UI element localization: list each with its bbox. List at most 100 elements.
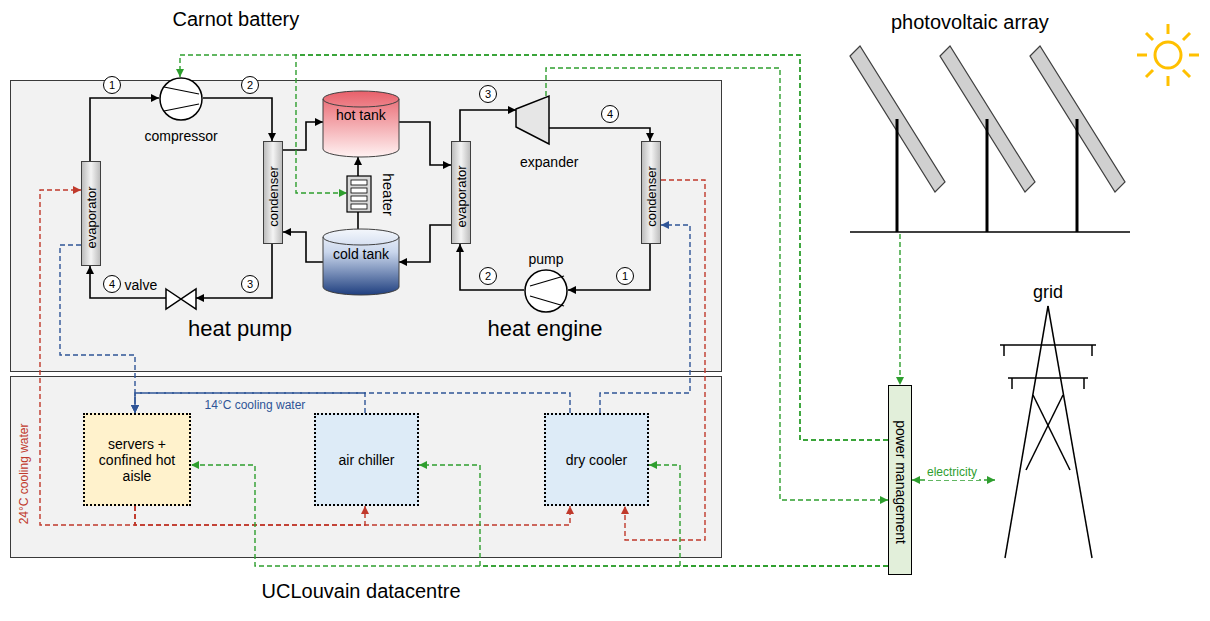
caption-label-wrap: heat engine	[488, 316, 603, 341]
node-label: hot tank	[336, 107, 386, 123]
connector	[60, 245, 135, 413]
carnot-battery-panel: evaporator condenser hot tank heater cold ta…	[10, 80, 722, 372]
node-label: power management	[893, 420, 909, 544]
node-label-wrap: evaporator	[431, 186, 493, 201]
node-label-wrap: cold tank	[333, 245, 389, 261]
pump-symbol: pump	[524, 269, 568, 313]
callout-number: 1	[616, 267, 634, 285]
node-label: photovoltaic array	[891, 11, 1049, 34]
pump-shape	[524, 269, 568, 313]
sun-icon	[1137, 24, 1199, 86]
node-label: evaporator	[455, 165, 470, 227]
compressor-symbol: compressor	[159, 77, 203, 121]
callout-number: 4	[601, 105, 619, 123]
connector	[135, 506, 570, 525]
grid-pylon: grid	[995, 282, 1105, 560]
connector	[419, 465, 888, 566]
caption-label: 24°C cooling water	[17, 423, 31, 524]
power-management-box: power management	[888, 385, 912, 575]
connector	[568, 244, 650, 290]
connector	[460, 110, 516, 141]
callout-number: 3	[479, 85, 497, 103]
connector	[90, 98, 159, 161]
callout-number: 2	[241, 76, 259, 94]
connector	[196, 244, 272, 298]
edge-label: electricity	[925, 466, 979, 480]
connector	[357, 212, 359, 229]
connector	[899, 234, 900, 385]
node-label-wrap: servers + confined hot aisle	[90, 436, 184, 484]
connector	[600, 225, 690, 413]
callout-number: 4	[103, 275, 121, 293]
node-label-wrap: heater	[367, 186, 410, 203]
node-label: condenser	[644, 166, 659, 227]
callout-number-wrap: 1	[103, 75, 121, 93]
connector	[135, 393, 570, 413]
connector	[135, 506, 365, 525]
connector	[191, 465, 888, 566]
node-label: cold tank	[333, 246, 389, 262]
node-label: evaporator	[85, 186, 100, 248]
callout-number-wrap: 3	[479, 84, 497, 102]
callout-number: 3	[241, 275, 259, 293]
valve-shape	[166, 289, 196, 309]
connector	[283, 232, 323, 262]
node-label-wrap: dry cooler	[551, 452, 642, 468]
node-label: expander	[520, 154, 578, 170]
pylon-drawing	[1000, 306, 1096, 558]
hot-tank: hot tank	[323, 91, 399, 157]
compressor-shape	[159, 77, 203, 121]
callout-number: 1	[103, 76, 121, 94]
node-label-wrap: UCLouvain datacentre	[262, 580, 461, 603]
node-label-wrap: valve	[125, 276, 158, 292]
node-label-wrap: air chiller	[321, 452, 412, 468]
node-label-wrap: condenser	[622, 186, 683, 201]
heater: heater	[347, 176, 371, 212]
connector	[135, 393, 365, 413]
valve-symbol: valve	[166, 289, 196, 309]
node-label-wrap: hot tank	[336, 106, 386, 122]
connector	[203, 98, 272, 141]
caption-label-wrap: heat pump	[188, 316, 292, 341]
connector	[625, 180, 705, 540]
cold-tank: cold tank	[323, 229, 399, 295]
callout-number-wrap: 4	[103, 274, 121, 292]
heater-shape	[347, 176, 371, 212]
node-label: valve	[125, 277, 158, 293]
node-label-wrap: evaporator	[61, 207, 123, 222]
caption-label-wrap: 24°C cooling water	[0, 463, 75, 477]
dry-cooler-box: dry cooler	[544, 413, 649, 506]
connector	[460, 244, 524, 290]
node-label: air chiller	[321, 452, 412, 468]
node-label: pump	[529, 251, 564, 267]
node-label: dry cooler	[551, 452, 642, 468]
node-label-wrap: compressor	[145, 127, 218, 143]
connector	[649, 465, 888, 566]
connector	[399, 225, 451, 262]
caption-label: 14°C cooling water	[205, 399, 306, 413]
callout-number-wrap: 1	[616, 266, 634, 284]
datacentre-panel: servers + confined hot aisle air chiller d…	[10, 376, 722, 558]
condenser-box: condenser	[641, 141, 661, 244]
node-label: UCLouvain datacentre	[262, 580, 461, 603]
tank-shape	[323, 91, 399, 157]
callout-number-wrap: 2	[479, 266, 497, 284]
panel-posts	[897, 119, 1077, 232]
node-label-wrap: expander	[520, 153, 578, 169]
callout-number-wrap: 2	[241, 75, 259, 93]
node-label: Carnot battery	[173, 8, 300, 31]
evaporator-box: evaporator	[451, 141, 471, 244]
ground-line	[850, 231, 1130, 233]
node-label-wrap: condenser	[244, 186, 305, 201]
connector	[40, 190, 135, 525]
photovoltaic-array: photovoltaic array	[840, 8, 1130, 234]
node-label: compressor	[145, 128, 218, 144]
node-label: grid	[1033, 282, 1063, 303]
expander-symbol: expander	[516, 96, 549, 144]
callout-number-wrap: 4	[601, 104, 619, 122]
air-chiller-box: air chiller	[314, 413, 419, 506]
connector	[549, 128, 650, 141]
connector	[546, 68, 888, 500]
callout-number-wrap: 3	[241, 274, 259, 292]
connector	[399, 122, 451, 165]
